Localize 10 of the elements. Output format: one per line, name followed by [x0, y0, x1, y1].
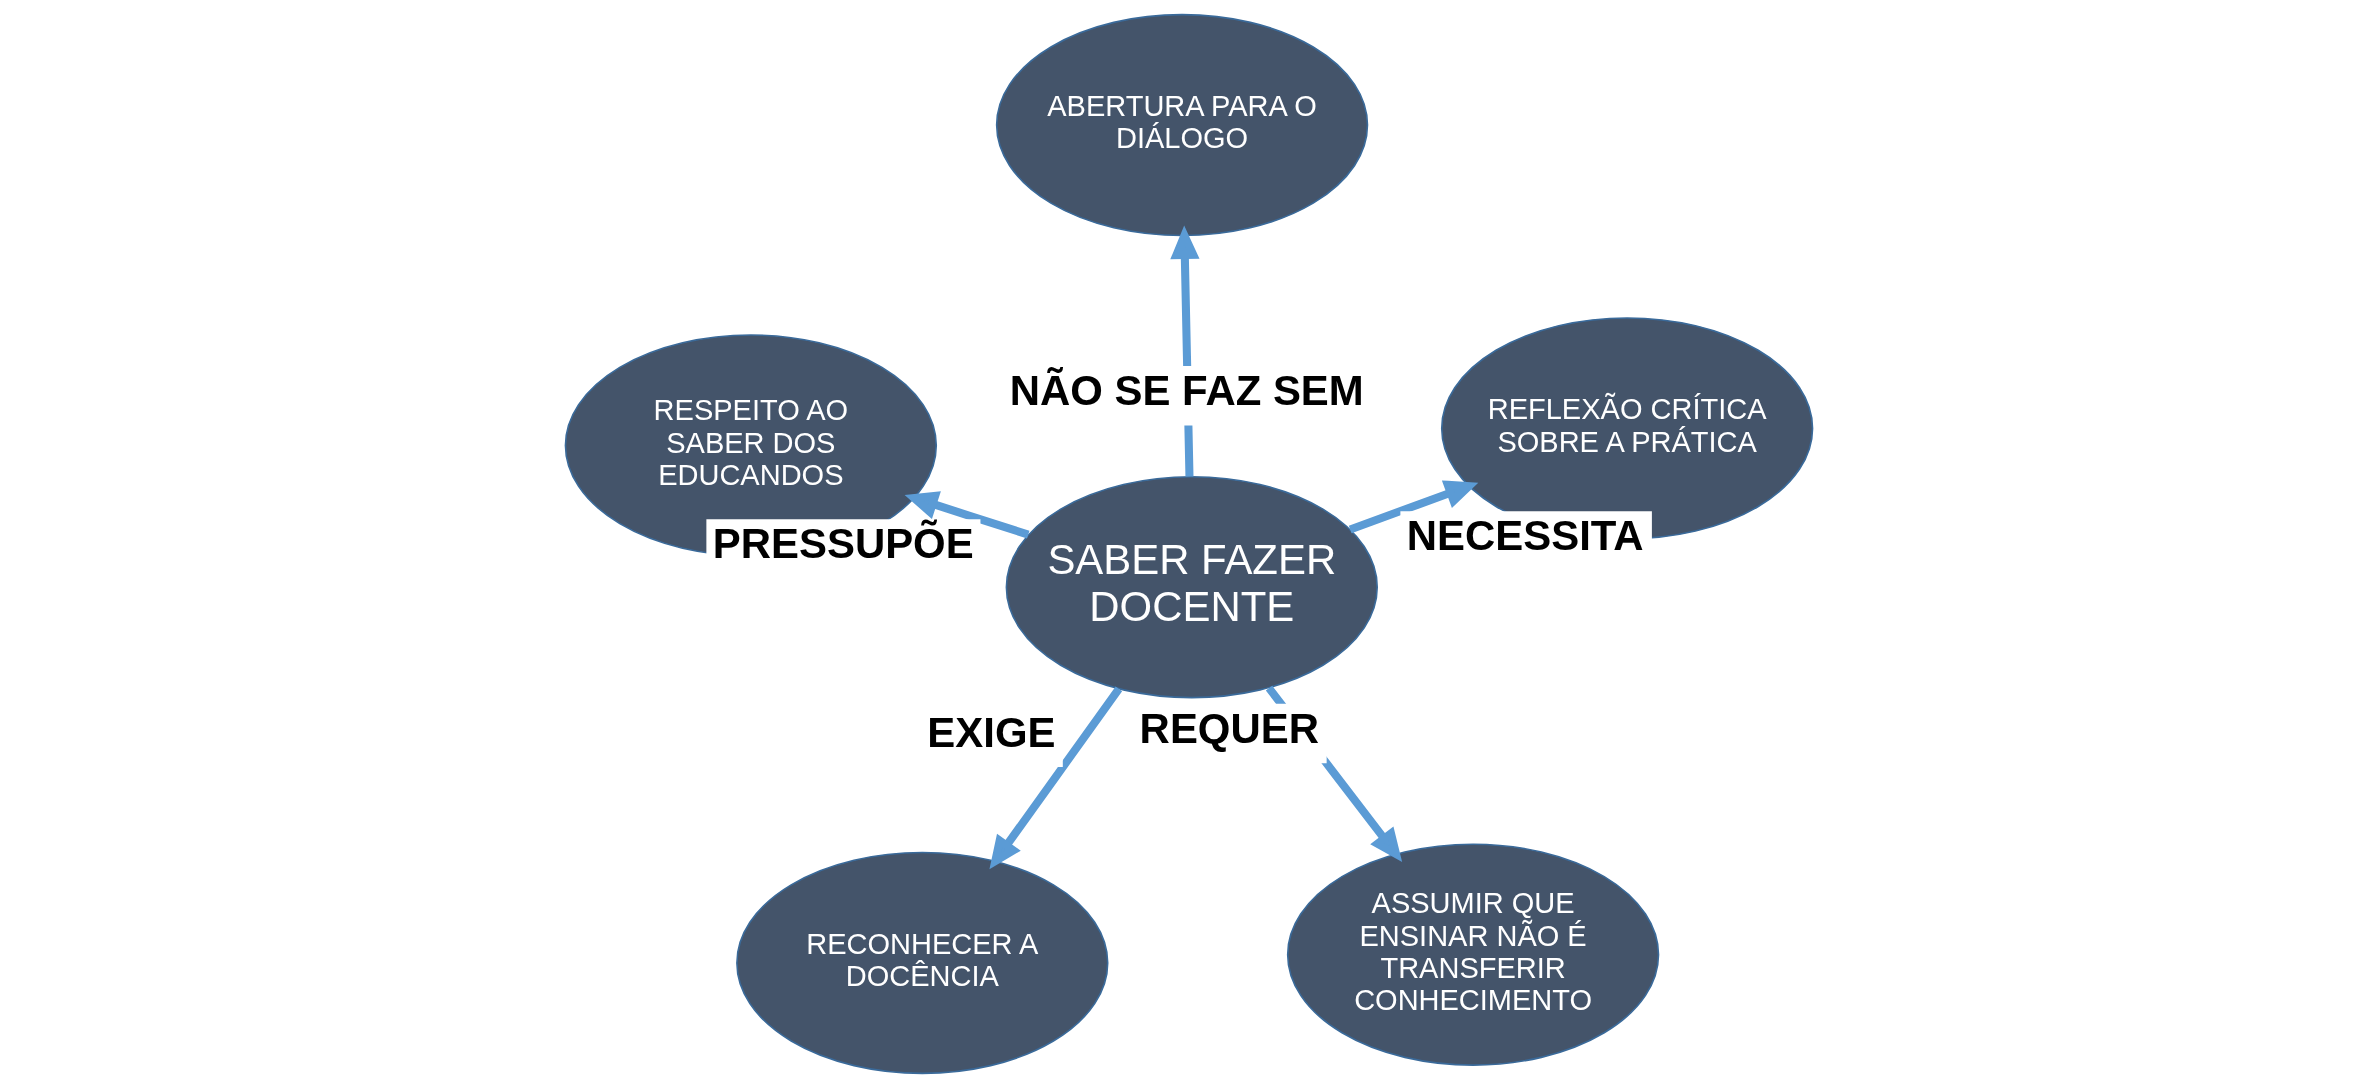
edge-label: EXIGE — [926, 708, 1055, 756]
edge-label: NÃO SE FAZ SEM — [1009, 367, 1364, 415]
node-ellipse: ASSUMIR QUE ENSINAR NÃO É TRANSFERIR CONHECIMENTO — [1286, 843, 1659, 1066]
edge-label: REQUER — [1139, 704, 1319, 752]
arrow — [988, 686, 1122, 870]
node-ellipse: RECONHECER A DOCÊNCIA — [735, 851, 1108, 1075]
arrow — [1348, 480, 1478, 534]
arrow — [904, 491, 1029, 539]
node-ellipse: ABERTURA PARA O DIÁLOGO — [995, 13, 1368, 237]
node-ellipse: SABER FAZER DOCENTE — [1005, 475, 1378, 699]
